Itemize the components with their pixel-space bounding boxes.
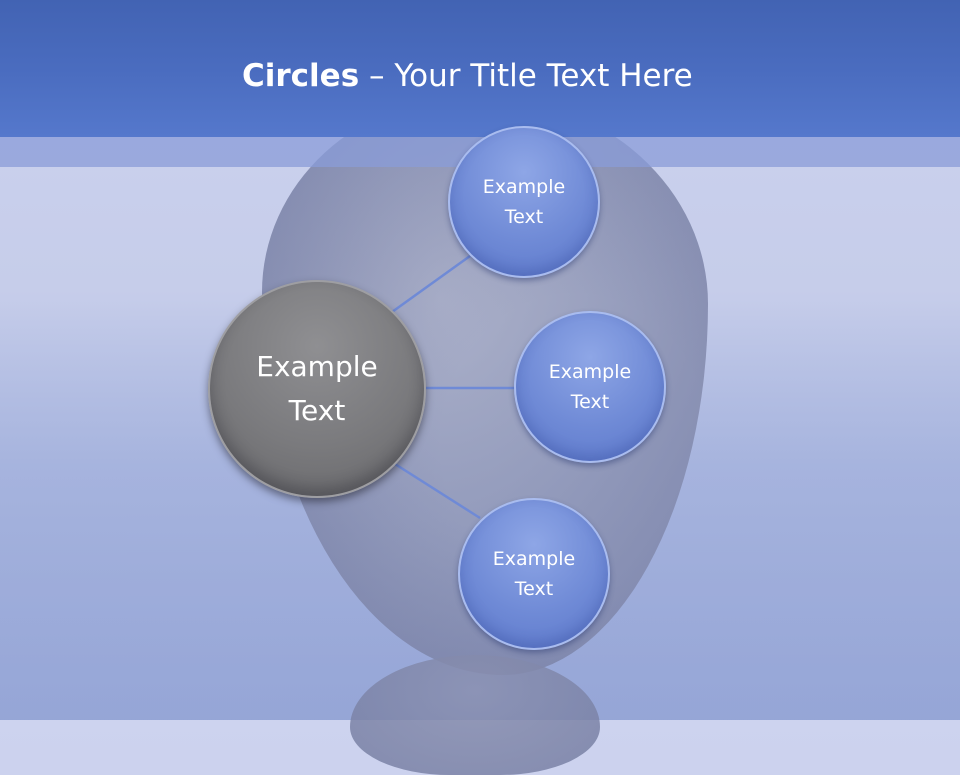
center-circle-line1: Example xyxy=(256,350,378,383)
title-rest: – Your Title Text Here xyxy=(359,58,693,94)
connector-line-3 xyxy=(394,462,481,520)
node-circle-1-line2: Text xyxy=(504,206,544,228)
connector-lines xyxy=(391,254,516,520)
connector-line-1 xyxy=(391,254,471,314)
title-header xyxy=(0,0,960,137)
node-circle-1[interactable]: Example Text xyxy=(448,126,600,278)
slide-title[interactable]: Circles – Your Title Text Here xyxy=(242,54,693,98)
node-circle-1-line1: Example xyxy=(482,176,566,198)
title-bold: Circles xyxy=(242,58,360,94)
center-circle-line2: Text xyxy=(288,394,346,427)
center-circle[interactable]: Example Text xyxy=(208,280,426,498)
node-circle-3[interactable]: Example Text xyxy=(458,498,610,650)
node-circle-3-line1: Example xyxy=(492,548,576,570)
node-circle-2-line2: Text xyxy=(570,391,610,413)
node-circle-2-line1: Example xyxy=(548,361,632,383)
node-circle-2[interactable]: Example Text xyxy=(514,311,666,463)
node-circle-3-line2: Text xyxy=(514,578,554,600)
